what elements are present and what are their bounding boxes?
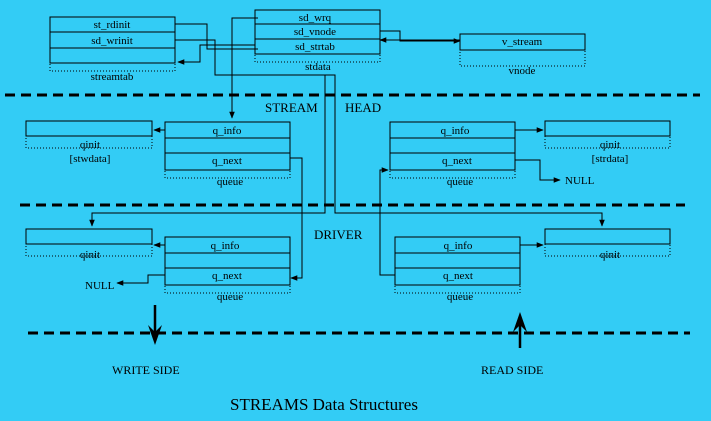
head-read-qinit: qinit [strdata]: [544, 120, 671, 165]
streamtab-caption: streamtab: [91, 71, 134, 83]
vnode-struct: v_stream vnode: [459, 33, 586, 77]
head-read-q-next: q_next: [442, 155, 472, 167]
pointer-arrows: [89, 17, 605, 286]
stdata-struct: sd_wrq sd_vnode sd_strtab stdata: [254, 9, 381, 73]
separator-lines: [5, 93, 700, 335]
head-write-q-info: q_info: [213, 125, 242, 137]
head-write-qinit: qinit [stwdata]: [25, 120, 153, 165]
stdata-field-wrq: sd_wrq: [299, 12, 332, 24]
diagram-title: STREAMS Data Structures: [230, 395, 418, 414]
arrow-head-read-q-next-to-null: [515, 159, 561, 183]
streamtab-field-rdinit: st_rdinit: [94, 19, 131, 31]
head-write-q-next: q_next: [212, 155, 242, 167]
read-side-label: READ SIDE: [481, 363, 543, 377]
streamtab-struct: st_rdinit sd_wrinit streamtab: [49, 16, 176, 83]
head-read-queue: q_info q_next queue: [389, 121, 516, 188]
stdata-field-strtab: sd_strtab: [295, 41, 335, 53]
head-write-queue: q_info q_next queue: [164, 121, 291, 188]
arrow-sd-strtab-to-streamtab: [177, 44, 255, 65]
driver-read-qinit-caption: qinit: [600, 249, 620, 261]
driver-read-queue-caption: queue: [447, 291, 473, 303]
write-side-label: WRITE SIDE: [112, 363, 180, 377]
head-write-qinit-caption: qinit: [80, 139, 100, 151]
driver-write-qinit: qinit: [25, 228, 153, 261]
write-direction-arrow: [148, 305, 162, 345]
driver-read-qinit: qinit: [544, 228, 671, 261]
driver-read-q-next: q_next: [443, 270, 473, 282]
head-read-null-label: NULL: [565, 175, 595, 187]
head-read-qinit-sublabel: [strdata]: [592, 153, 629, 165]
driver-write-qinit-caption: qinit: [80, 249, 100, 261]
driver-write-q-next: q_next: [212, 270, 242, 282]
streamtab-field-wrinit: sd_wrinit: [91, 35, 133, 47]
arrow-head-write-q-next-down: [290, 157, 303, 281]
driver-write-queue: q_info q_next queue: [164, 236, 291, 303]
vnode-field-stream: v_stream: [502, 36, 543, 48]
arrow-to-driver-write-qinit: [89, 75, 326, 227]
stdata-field-vnode: sd_vnode: [294, 26, 336, 38]
arrow-driver-write-q-next-to-null: [116, 274, 165, 286]
driver-read-queue: q_info q_next queue: [394, 236, 521, 303]
arrow-wrinit-to-driver-read-qinit: [175, 39, 605, 227]
head-read-qinit-caption: qinit: [600, 139, 620, 151]
read-direction-arrow: [513, 312, 527, 348]
arrow-sd-wrq-to-head-write-queue: [229, 17, 258, 119]
stream-head-label: STREAM: [265, 100, 318, 115]
driver-write-queue-caption: queue: [217, 291, 243, 303]
vnode-caption: vnode: [509, 65, 536, 77]
head-write-queue-caption: queue: [217, 176, 243, 188]
arrow-sd-vnode-to-vnode: [380, 30, 461, 44]
head-write-qinit-sublabel: [stwdata]: [70, 153, 111, 165]
driver-write-q-info: q_info: [211, 240, 240, 252]
head-read-queue-caption: queue: [447, 176, 473, 188]
stream-head-label-2: HEAD: [345, 100, 381, 115]
driver-write-null-label: NULL: [85, 280, 115, 292]
stdata-caption: stdata: [305, 61, 331, 73]
driver-label: DRIVER: [314, 227, 363, 242]
head-read-q-info: q_info: [441, 125, 470, 137]
driver-read-q-info: q_info: [444, 240, 473, 252]
arrow-driver-read-q-next-up: [379, 167, 395, 276]
